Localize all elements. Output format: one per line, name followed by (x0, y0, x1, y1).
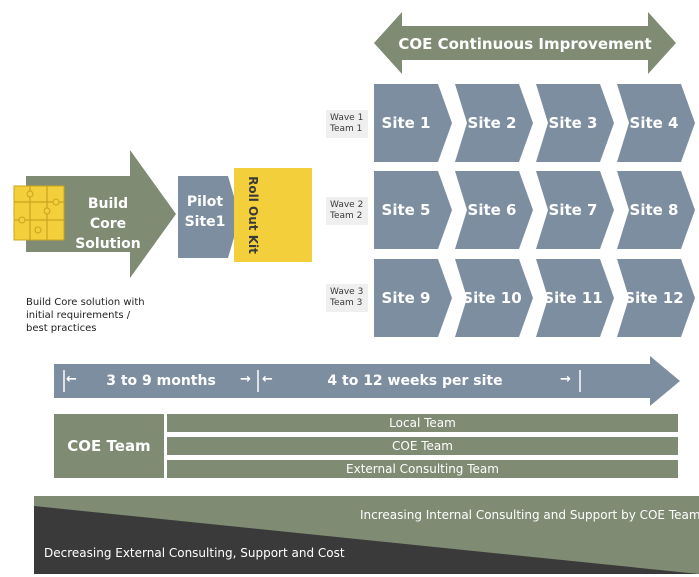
site-chevron (455, 171, 533, 249)
arrow-left-icon: ← (66, 372, 77, 387)
site-label: Site 7 (548, 201, 598, 219)
site-label: Site 9 (381, 289, 431, 307)
build-core-label: Build Core Solution (68, 194, 148, 254)
coe-team-bar: COE Team (167, 437, 678, 455)
site-label: Site 3 (548, 114, 598, 132)
coe-improvement-arrow (374, 12, 676, 74)
site-label: Site 12 (624, 289, 684, 307)
arrow-right-icon: → (560, 372, 571, 387)
wave-label-bg (326, 284, 368, 312)
wave-1-label: Wave 1 Team 1 (330, 113, 363, 135)
arrow-left-icon: ← (262, 372, 273, 387)
site-chevron (617, 171, 695, 249)
site-chevron (455, 259, 533, 337)
site-label: Site 1 (381, 114, 431, 132)
caption-line: Build Core solution with (26, 297, 145, 308)
increasing-label: Increasing Internal Consulting and Suppo… (360, 508, 699, 522)
site-label: Site 11 (543, 289, 603, 307)
site-chevron (536, 171, 614, 249)
site-label: Site 2 (467, 114, 517, 132)
support-wedge (34, 496, 699, 574)
site-chevron (374, 84, 452, 162)
site-chevron (617, 259, 695, 337)
decreasing-label: Decreasing External Consulting, Support … (44, 546, 345, 560)
wave-name: Wave 2 (330, 200, 364, 210)
site-chevron (374, 259, 452, 337)
wave-label-bg (326, 110, 368, 138)
site-label: Site 5 (381, 201, 431, 219)
site-chevron (617, 84, 695, 162)
site-label: Site 4 (629, 114, 679, 132)
local-team-bar: Local Team (167, 414, 678, 432)
pilot-site-shape (178, 176, 240, 258)
team-name: Team 2 (330, 211, 363, 221)
site-label: Site 10 (462, 289, 522, 307)
wave-3-label: Wave 3 Team 3 (330, 287, 363, 309)
build-core-arrow (26, 150, 176, 278)
build-core-label-line1: Build Core (87, 196, 129, 232)
team-name: Team 3 (330, 298, 363, 308)
timeline-arrow (54, 356, 680, 406)
site-label: Site 8 (629, 201, 679, 219)
wave-2-label: Wave 2 Team 2 (330, 200, 363, 222)
team-name: Team 1 (330, 124, 363, 134)
rollout-kit-label: Roll Out Kit (246, 176, 260, 254)
phase2-label: 4 to 12 weeks per site (327, 373, 503, 389)
phase1-label: 3 to 9 months (106, 373, 216, 389)
wave-label-bg (326, 197, 368, 225)
wave-name: Wave 3 (330, 287, 364, 297)
caption-line: best practices (26, 323, 97, 334)
coe-team-box: COE Team (54, 414, 164, 478)
puzzle-icon (13, 185, 65, 241)
site-chevron (536, 259, 614, 337)
build-core-caption: Build Core solution with initial require… (26, 296, 145, 335)
build-core-label-line2: Solution (75, 236, 141, 252)
caption-line: initial requirements / (26, 310, 131, 321)
coe-improvement-label: COE Continuous Improvement (398, 35, 652, 53)
site-chevron (536, 84, 614, 162)
pilot-label: Pilot Site1 (178, 192, 232, 232)
wave-name: Wave 1 (330, 113, 364, 123)
external-consulting-bar: External Consulting Team (167, 460, 678, 478)
site-label: Site 6 (467, 201, 517, 219)
rollout-kit-box (234, 168, 312, 262)
site-chevron (374, 171, 452, 249)
pilot-label-line1: Pilot (186, 194, 224, 210)
pilot-label-line2: Site1 (184, 214, 226, 230)
site-chevron (455, 84, 533, 162)
arrow-right-icon: → (240, 372, 251, 387)
